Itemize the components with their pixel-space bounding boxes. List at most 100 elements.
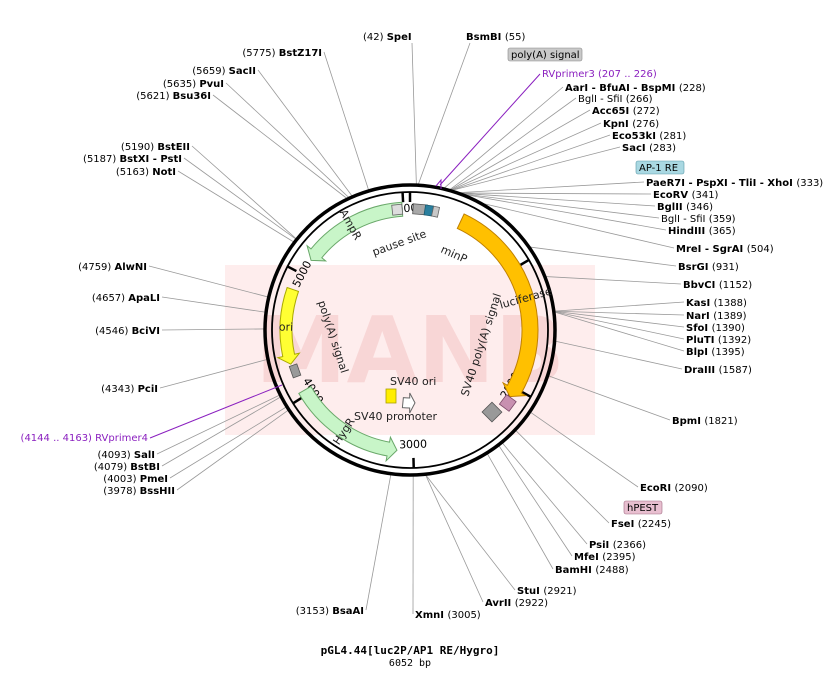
leader-16 [554, 301, 685, 312]
site-label-26: MfeI (2395) [574, 552, 636, 563]
feature-label-1: ori [279, 320, 294, 333]
site-label-25: PsiI (2366) [589, 540, 646, 551]
rvprimer3-arrow [435, 178, 442, 189]
leader-19 [554, 311, 685, 340]
tick-label-3: 3000 [399, 438, 427, 452]
site-label-19: PluTI (1392) [686, 335, 751, 346]
leader-29 [425, 474, 484, 603]
backbone-outer-ring [263, 183, 557, 477]
leader-35 [156, 394, 280, 455]
hpest-block [498, 393, 517, 412]
leader-27 [487, 453, 554, 570]
sv40-promoter-label: SV40 promoter [354, 410, 438, 423]
site-label-18: SfoI (1390) [686, 323, 745, 334]
leader-31 [365, 474, 392, 611]
leader-12 [463, 193, 667, 231]
leader-43 [212, 94, 348, 199]
site-label-40: (5163) NotI [116, 167, 176, 178]
site-label-27: BamHI (2488) [555, 565, 629, 576]
polya-tag-text: poly(A) signal [511, 50, 580, 61]
leader-23 [530, 411, 639, 488]
leader-13 [482, 203, 675, 249]
site-label-0: (42) SpeI [363, 32, 412, 43]
site-label-39: (4759) AlwNI [78, 262, 147, 273]
site-label-33: (4003) PmeI [103, 474, 168, 485]
site-label-21: DraIII (1587) [684, 365, 752, 376]
leader-25 [502, 442, 588, 545]
pause-site-label: pause site [371, 227, 429, 259]
leader-7 [452, 146, 621, 191]
leader-5 [451, 122, 602, 191]
small-features [288, 203, 517, 423]
sv40-ori-block [385, 388, 397, 404]
leader-17 [554, 310, 685, 316]
site-label-29: AvrII (2922) [485, 598, 548, 609]
leader-21 [555, 340, 683, 370]
tick-6 [401, 192, 405, 203]
site-label-8: PaeR7I - PspXI - TliI - XhoI (333) [646, 178, 823, 189]
leader-2 [443, 86, 564, 189]
feature-ampr [306, 201, 404, 262]
site-label-23: EcoRI (2090) [640, 483, 708, 494]
plasmid-title: pGL4.44[luc2P/AP1 RE/Hygro] [321, 644, 500, 657]
site-label-41: (5187) BstXI - PstI [83, 154, 182, 165]
site-label-20: BlpI (1395) [686, 347, 745, 358]
site-label-44: (5635) PvuI [163, 79, 224, 90]
feature-hygr [298, 385, 398, 463]
site-label-36: (4343) PciI [101, 384, 158, 395]
leader-37 [161, 328, 265, 331]
leader-44 [225, 82, 350, 198]
rvprimer4-line [149, 384, 283, 439]
site-label-2: AarI - BfuAI - BspMI (228) [565, 83, 706, 94]
minp-label: minP [439, 243, 470, 266]
leader-24 [515, 430, 610, 524]
polya-tag: poly(A) signal [507, 47, 583, 62]
leader-11 [463, 193, 660, 219]
leader-9 [460, 192, 652, 195]
site-label-11: BglI - SfiI (359) [661, 214, 736, 225]
leader-3 [449, 97, 577, 190]
site-label-22: BpmI (1821) [672, 416, 738, 427]
polya-left-block [288, 363, 302, 379]
site-label-45: (5659) SacII [192, 66, 256, 77]
site-label-12: HindIII (365) [668, 226, 736, 237]
leader-41 [183, 157, 297, 240]
site-label-17: NarI (1389) [686, 311, 747, 322]
leader-38 [161, 296, 266, 313]
leader-34 [161, 396, 281, 467]
rvprimer3-label: RVprimer3 (207 .. 226) [542, 69, 657, 80]
feature-ori [276, 286, 301, 365]
site-label-34: (4079) BstBI [94, 462, 160, 473]
site-label-35: (4093) SalI [97, 450, 155, 461]
leader-28 [425, 474, 516, 591]
site-label-6: Eco53kI (281) [612, 131, 686, 142]
plasmid-size: 6052 bp [389, 658, 431, 669]
sv40-ori-label: SV40 ori [390, 375, 436, 388]
leader-10 [461, 192, 656, 207]
feature-sv40-promoter [401, 392, 416, 414]
leader-42 [191, 145, 297, 239]
feature-luciferase [456, 213, 539, 398]
site-label-10: BglII (346) [657, 202, 713, 213]
tick-5 [286, 265, 297, 273]
leader-4 [450, 109, 591, 191]
leader-32 [176, 409, 289, 491]
leader-20 [554, 311, 685, 352]
leader-0 [411, 42, 417, 185]
site-label-9: EcoRV (341) [653, 190, 719, 201]
leader-40 [177, 170, 294, 243]
leader-14 [530, 246, 677, 267]
leader-18 [554, 311, 685, 328]
leader-46 [323, 51, 369, 191]
ap1-tag-text: AP-1 RE [639, 163, 678, 174]
site-label-14: BsrGI (931) [678, 262, 739, 273]
site-label-43: (5621) Bsu36I [136, 91, 211, 102]
site-label-4: Acc65I (272) [592, 106, 660, 117]
site-label-1: BsmBI (55) [466, 32, 525, 43]
leader-33 [169, 406, 287, 479]
tick-1 [519, 258, 530, 267]
site-label-31: (3153) BsaAI [296, 606, 364, 617]
site-label-28: StuI (2921) [517, 586, 577, 597]
leader-15 [545, 276, 682, 285]
